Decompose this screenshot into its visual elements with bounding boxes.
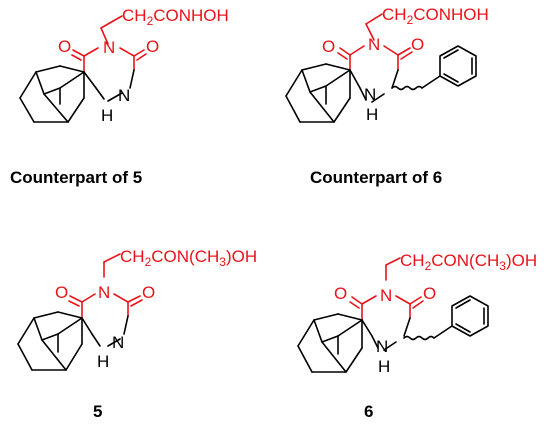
caption-compound-5: 5 <box>93 402 102 421</box>
oxygen-left: O <box>334 284 347 303</box>
hydrogen-amine: H <box>378 357 390 376</box>
nitrogen-amine: N <box>112 333 124 352</box>
benzyl-group <box>433 295 489 339</box>
side-chain-label: CH2CONHOH <box>382 5 489 27</box>
adamantane-cage <box>297 313 363 373</box>
hydrogen-amine: H <box>366 105 378 124</box>
adamantane-cage <box>285 63 351 123</box>
ring-bonds <box>361 317 411 351</box>
benzyl-group <box>421 45 477 89</box>
side-chain-label: CH2CON(CH3)OH <box>400 251 537 273</box>
ring-bonds <box>83 69 135 102</box>
adamantane-cage <box>17 311 83 371</box>
caption-counterpart-5: Counterpart of 5 <box>10 168 142 187</box>
hydrogen-amine: H <box>97 352 109 371</box>
caption-compound-6: 6 <box>364 402 373 421</box>
oxygen-right: O <box>142 283 155 302</box>
adamantane-cage <box>19 65 85 123</box>
red-fragment <box>71 15 147 73</box>
side-chain-label: CH2CONHOH <box>122 6 229 28</box>
nitrogen-amine: N <box>118 86 130 105</box>
hydrogen-amine: H <box>101 106 113 125</box>
oxygen-left: O <box>58 37 71 56</box>
ring-bonds <box>81 315 129 347</box>
wavy-bond <box>391 85 423 91</box>
oxygen-right: O <box>411 35 424 54</box>
red-fragment <box>68 253 143 319</box>
red-fragment <box>337 13 413 71</box>
nitrogen-imide: N <box>368 35 380 54</box>
structure-compound-5: CH2CON(CH3)OH O N O N H 5 <box>17 247 257 421</box>
nitrogen-imide: N <box>380 286 392 305</box>
nitrogen-amine: N <box>364 85 376 104</box>
structure-compound-6: CH2CON(CH3)OH O N O N H 6 <box>297 251 537 421</box>
oxygen-right: O <box>423 284 436 303</box>
oxygen-left: O <box>322 37 335 56</box>
oxygen-right: O <box>146 37 159 56</box>
oxygen-left: O <box>55 283 68 302</box>
ring-bonds <box>349 69 399 103</box>
caption-counterpart-6: Counterpart of 6 <box>310 168 442 187</box>
structure-counterpart-5: CH2CONHOH O N O N H Counterpart of 5 <box>10 6 229 187</box>
structure-counterpart-6: CH2CONHOH O N O N H Counterpart of 6 <box>285 5 489 187</box>
nitrogen-imide: N <box>103 38 115 57</box>
red-fragment <box>349 257 424 321</box>
nitrogen-amine: N <box>376 337 388 356</box>
side-chain-label: CH2CON(CH3)OH <box>120 247 257 269</box>
nitrogen-imide: N <box>98 283 110 302</box>
wavy-bond <box>403 335 435 341</box>
